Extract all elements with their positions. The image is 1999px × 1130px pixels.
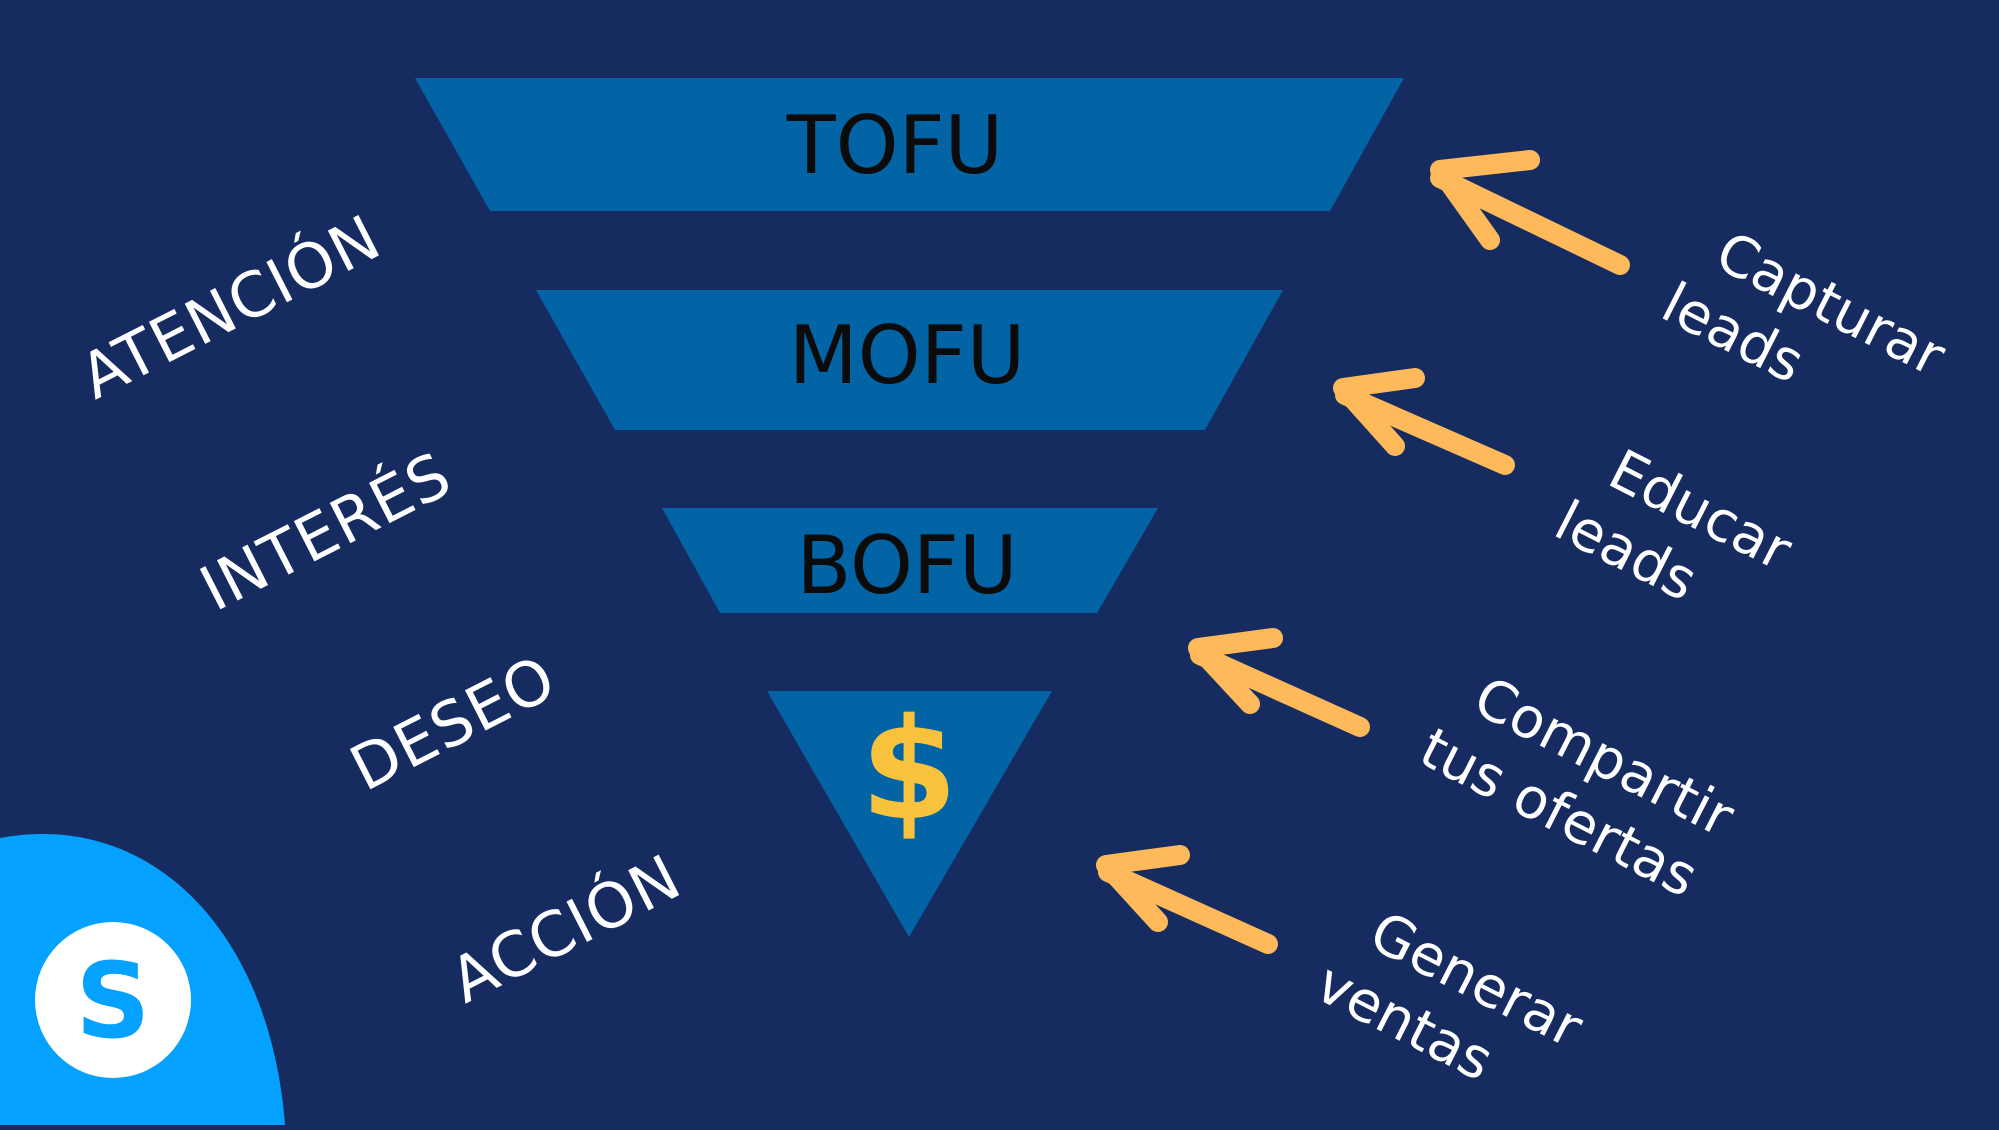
funnel-tofu-label: TOFU xyxy=(786,99,1003,192)
funnel-mofu-segment xyxy=(536,290,1283,430)
brand-logo-icon: S xyxy=(0,833,285,1125)
funnel-bottom-segment xyxy=(767,691,1052,937)
funnel-bofu-label: BOFU xyxy=(796,519,1017,612)
funnel-mofu-label: MOFU xyxy=(789,309,1026,402)
arrow-icon xyxy=(1096,845,1278,954)
brand-logo-letter: S xyxy=(76,940,151,1062)
funnel-bofu-segment xyxy=(662,508,1158,613)
arrow-icon xyxy=(1188,628,1370,737)
dollar-icon: $ xyxy=(860,689,957,852)
arrow-icon xyxy=(1333,368,1515,475)
arrow-icon xyxy=(1430,150,1630,275)
funnel-tofu-segment xyxy=(415,78,1404,211)
